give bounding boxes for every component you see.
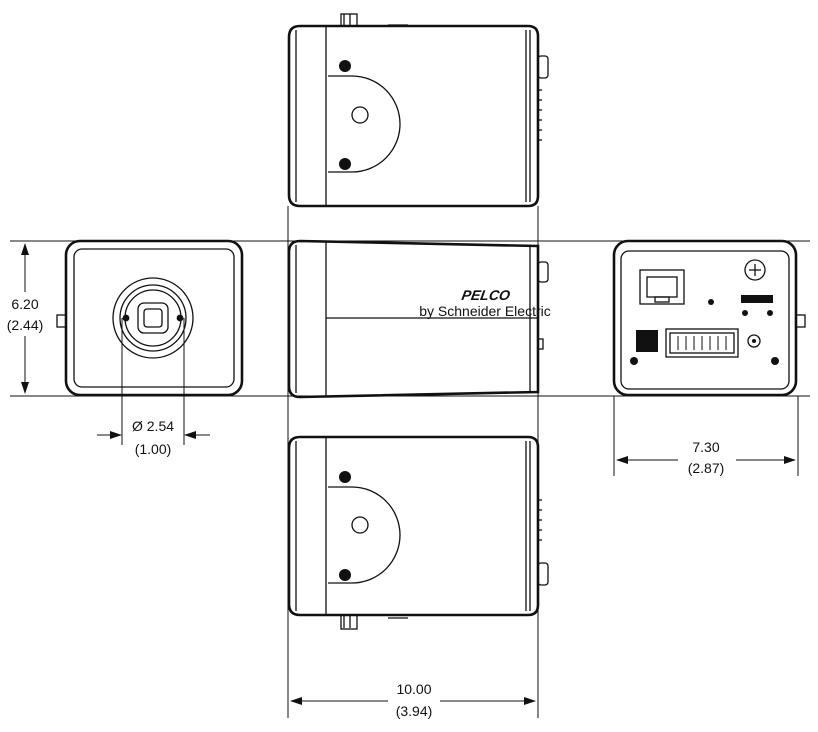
dimension-length: 10.00 (3.94) [290, 681, 536, 722]
terminal-block [665, 328, 739, 358]
dimension-height: 6.20 (2.44) [2, 243, 48, 394]
pelco-logo: PELCO [460, 287, 511, 303]
height-mm-label: 6.20 [11, 296, 38, 312]
front-view [56, 239, 244, 397]
dimension-lens-diameter: Ø 2.54 (1.00) [97, 418, 210, 457]
side-view: PELCO by Schneider Electric [287, 239, 551, 399]
height-in-label: (2.44) [7, 317, 44, 333]
pelco-tagline: by Schneider Electric [419, 303, 551, 319]
extension-lines [10, 206, 810, 718]
lens-diameter-mm-label: Ø 2.54 [132, 418, 174, 434]
bottom-view [287, 435, 549, 630]
micro-sd-slot [636, 330, 658, 352]
lens-outer-ring [112, 277, 194, 359]
width-in-label: (2.87) [688, 460, 725, 476]
length-mm-label: 10.00 [396, 681, 431, 697]
dimension-width: 7.30 (2.87) [616, 439, 796, 476]
top-view [287, 13, 549, 208]
width-mm-label: 7.30 [692, 439, 719, 455]
ground-screw-icon [744, 259, 766, 281]
ethernet-port [639, 269, 685, 305]
length-in-label: (3.94) [396, 703, 433, 719]
lens-diameter-in-label: (1.00) [135, 441, 172, 457]
audio-jack [747, 334, 761, 348]
rear-view [612, 239, 806, 397]
status-led [741, 295, 773, 303]
